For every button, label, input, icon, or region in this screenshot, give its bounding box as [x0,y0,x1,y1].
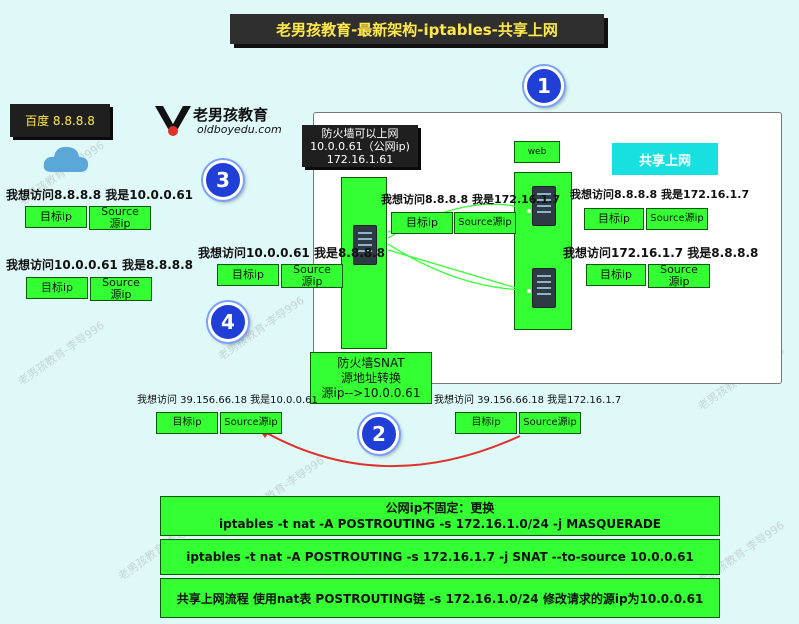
snat-line2: 源地址转换 [340,370,401,385]
command-box-2: iptables -t nat -A POSTROUTING -s 172.16… [160,539,720,575]
left-source-ip-2: Source 源ip [90,277,152,301]
command-box-1: 公网ip不固定：更换 iptables -t nat -A POSTROUTIN… [160,496,720,536]
middle-msg-1: 我想访问8.8.8.8 我是172.16.1.7 [381,193,561,206]
source-label: Source [102,276,140,289]
left-source-ip-1: Source 源ip [89,206,151,230]
firewall-header-line2: 10.0.0.61（公网ip) [310,139,410,153]
left-msg-3: 我想访问10.0.0.61 我是8.8.8.8 [6,258,194,272]
baidu-box: 百度 8.8.8.8 [10,104,110,137]
web-label: web [514,141,560,163]
logo-name: 老男孩教育 [193,106,269,124]
logo: 老男孩教育 oldboyedu.com [153,102,283,142]
snat-line1: 防火墙SNAT [337,355,405,370]
source-label-2: 源ip [109,217,131,230]
source-label: Source [101,205,139,218]
mid-target-ip: 目标ip [217,264,279,286]
bottom-left-target-ip: 目标ip [156,412,218,434]
firewall-header-line1: 防火墙可以上网 [321,126,399,140]
bottom-left-source-ip: Source源ip [220,412,282,434]
step-badge-4: 4 [208,302,248,342]
command-2-text: iptables -t nat -A POSTROUTING -s 172.16… [186,550,694,564]
web-server-icon-2 [532,268,556,308]
logo-icon [155,106,191,136]
middle-source-ip: Source源ip [454,212,516,234]
left-msg-1: 我想访问8.8.8.8 我是10.0.0.61 [6,188,194,202]
right-msg-1: 我想访问8.8.8.8 我是172.16.1.7 [570,188,750,201]
source-label-2: 源ip [301,275,323,288]
left-target-ip-2: 目标ip [26,277,88,299]
command-1-text: iptables -t nat -A POSTROUTING -s 172.16… [219,517,661,531]
right-source-ip-2: Source 源ip [648,264,710,288]
command-1-title: 公网ip不固定：更换 [385,501,495,515]
left-msg-2: 我想访问10.0.0.61 我是8.8.8.8 [198,246,386,260]
web-server-icon [532,186,556,226]
right-target-ip-2: 目标ip [586,264,646,286]
command-3-text: 共享上网流程 使用nat表 POSTROUTING链 -s 172.16.1.0… [176,591,704,606]
bottom-right-msg: 我想访问 39.156.66.18 我是172.16.1.7 [434,395,622,406]
firewall-header: 防火墙可以上网 10.0.0.61（公网ip) 172.16.1.61 [302,125,418,167]
step-badge-1: 1 [524,66,564,106]
step-badge-2: 2 [359,414,399,454]
right-target-ip-1: 目标ip [584,208,644,230]
bottom-left-msg: 我想访问 39.156.66.18 我是10.0.0.61 [137,395,318,406]
right-msg-2: 我想访问172.16.1.7 我是8.8.8.8 [563,246,759,260]
share-internet-label: 共享上网 [612,143,718,175]
right-source-ip-1: Source源ip [646,208,708,230]
source-label: Source [293,263,331,276]
snat-box: 防火墙SNAT 源地址转换 源ip-->10.0.0.61 [310,352,432,404]
source-label-2: 源ip [110,288,132,301]
bottom-right-source-ip: Source源ip [519,412,581,434]
firewall-header-line3: 172.16.1.61 [326,152,394,166]
middle-target-ip: 目标ip [391,212,453,234]
bottom-right-target-ip: 目标ip [455,412,517,434]
step-badge-3: 3 [203,160,243,200]
snat-line3: 源ip-->10.0.0.61 [321,385,421,400]
left-target-ip-1: 目标ip [25,206,87,228]
page-title: 老男孩教育-最新架构-iptables-共享上网 [230,14,604,44]
source-label-2: 源ip [668,275,690,288]
cloud-icon [43,146,89,172]
command-box-3: 共享上网流程 使用nat表 POSTROUTING链 -s 172.16.1.0… [160,578,720,618]
mid-source-ip: Source 源ip [281,264,343,288]
firewall-server-icon [353,225,377,265]
logo-url: oldboyedu.com [197,123,282,136]
source-label: Source [660,263,698,276]
